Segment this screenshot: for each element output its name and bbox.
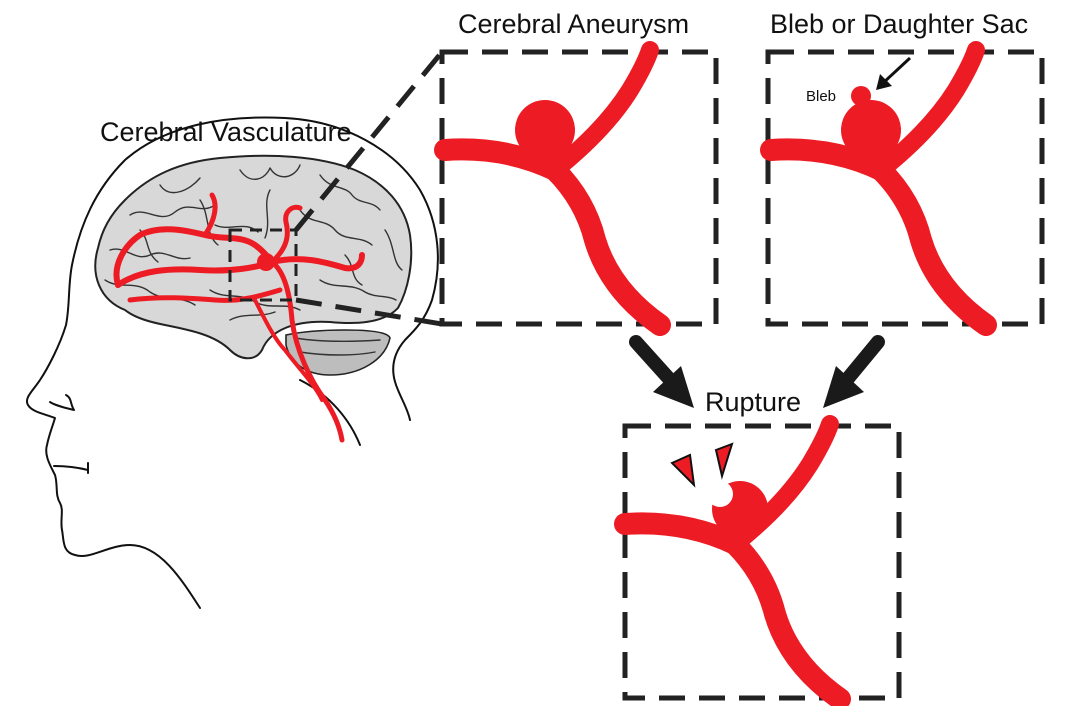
bleb-sac <box>851 86 871 106</box>
aneurysm-mini <box>257 253 275 271</box>
label-aneurysm: Cerebral Aneurysm <box>458 9 689 39</box>
label-bleb: Bleb <box>806 88 836 105</box>
label-bleb-panel: Bleb or Daughter Sac <box>770 9 1028 39</box>
panel-rupture <box>625 424 899 699</box>
arrow-aneurysm-to-rupture <box>636 342 694 408</box>
vessel-aneurysm <box>445 50 660 325</box>
bleb-arrow <box>882 58 910 84</box>
panel-aneurysm <box>442 50 716 325</box>
label-vasculature: Cerebral Vasculature <box>100 117 352 147</box>
rupture-hole <box>707 481 733 507</box>
arrow-bleb-to-rupture <box>823 342 878 408</box>
rupture-fragment-right <box>716 444 732 476</box>
label-rupture: Rupture <box>705 387 801 417</box>
vessel-bleb <box>771 50 986 325</box>
vessel-rupture <box>625 424 840 699</box>
rupture-fragment-left <box>672 455 694 485</box>
